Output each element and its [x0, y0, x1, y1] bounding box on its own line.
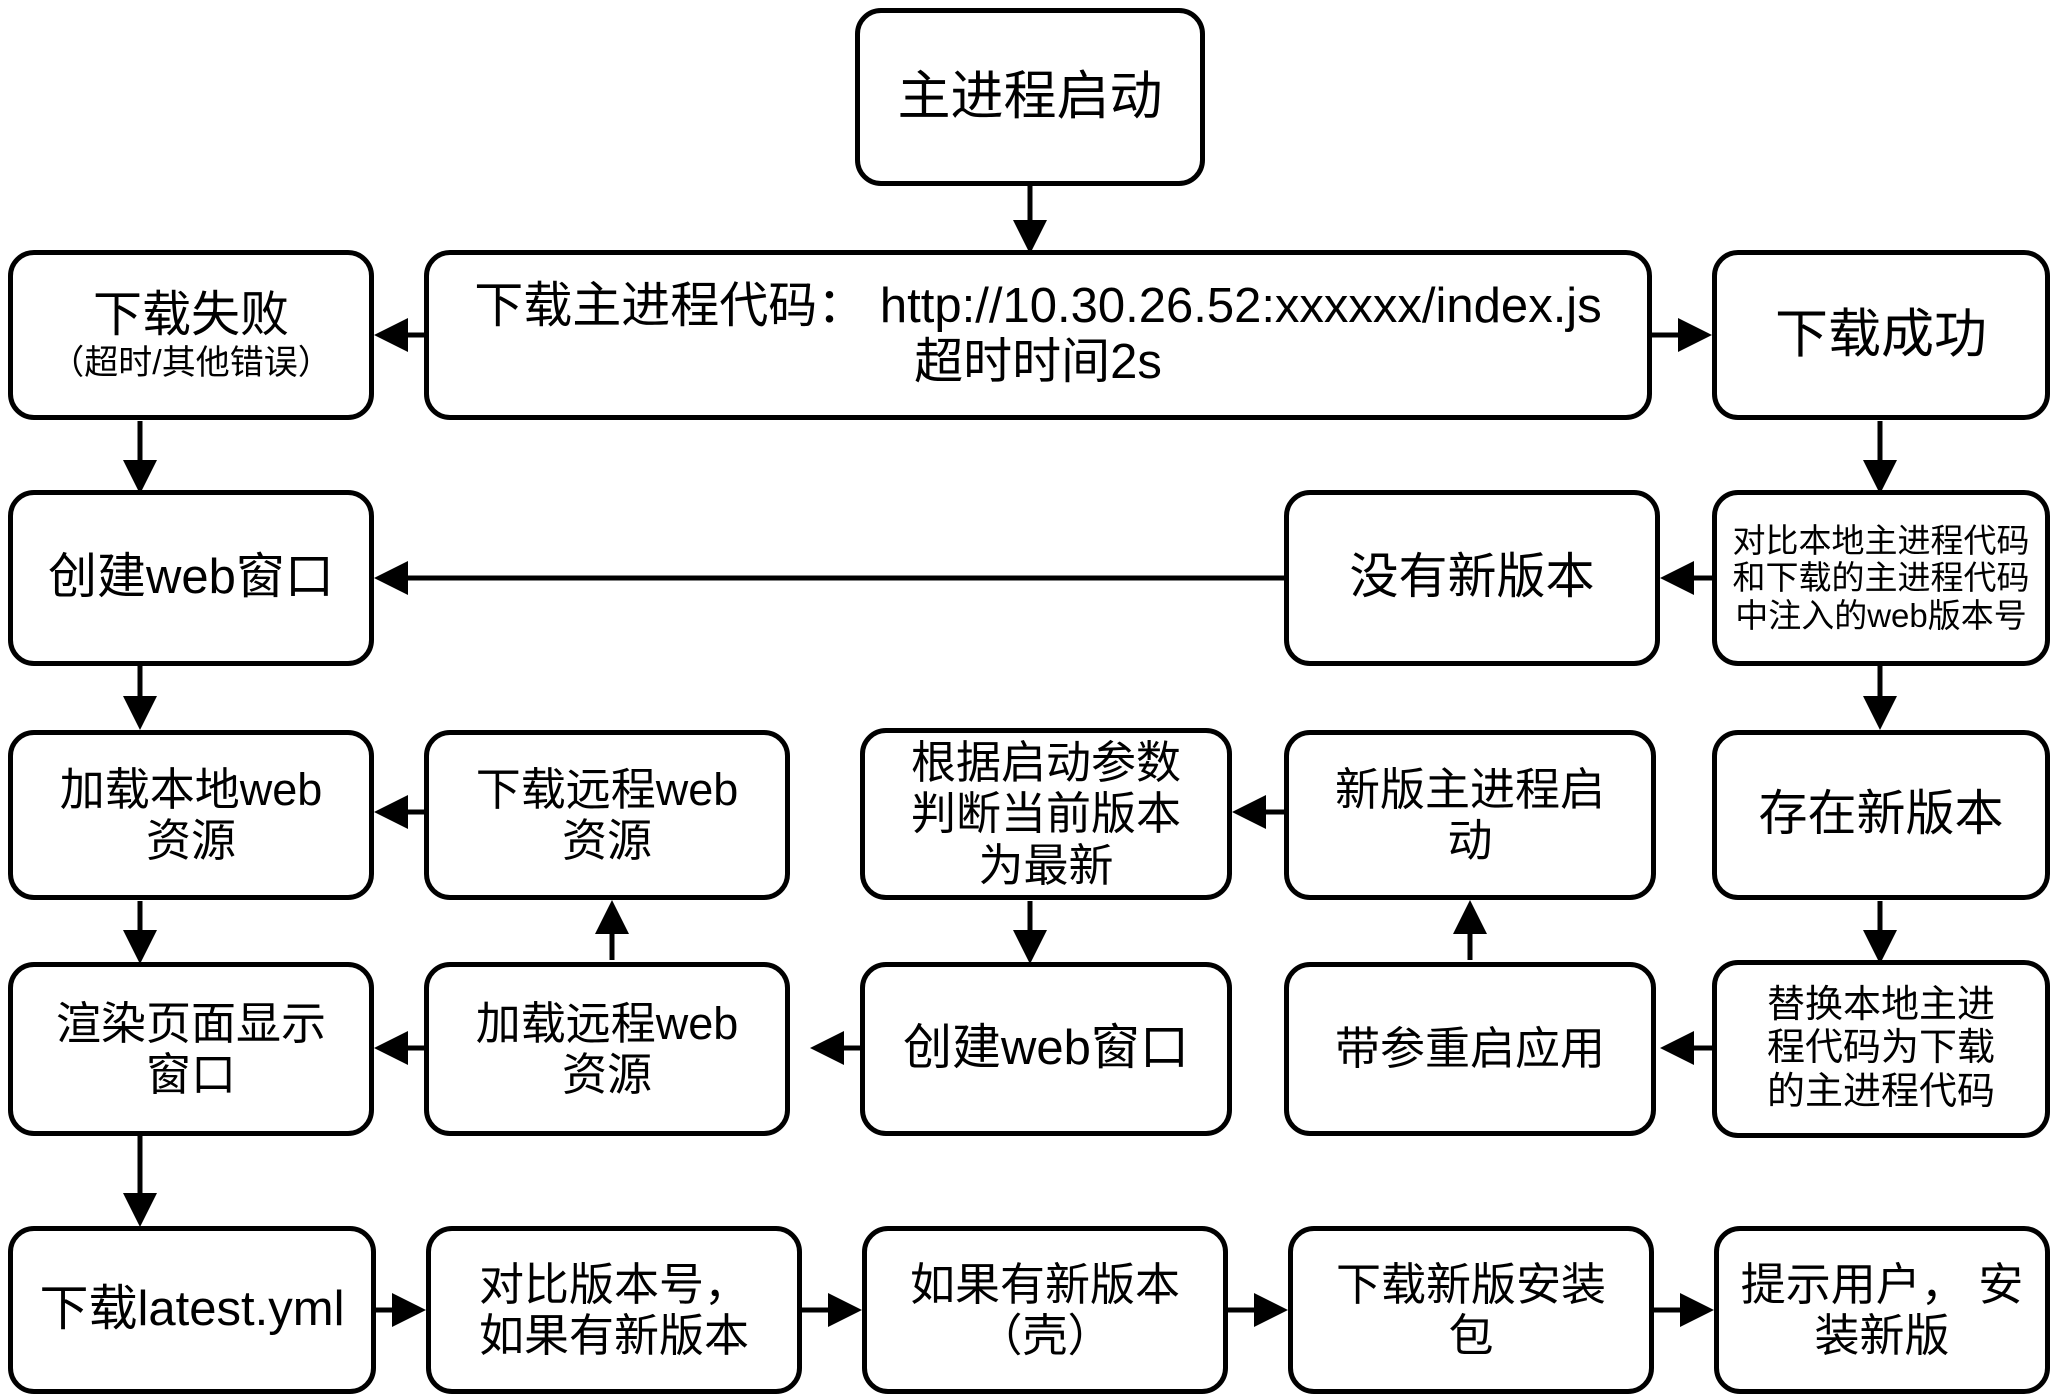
node-replace-local-main-code[interactable]: 替换本地主进 程代码为下载 的主进程代码	[1712, 960, 2050, 1138]
node-download-success-label: 下载成功	[1775, 304, 1987, 364]
node-if-new-shell-version[interactable]: 如果有新版本 （壳）	[862, 1226, 1228, 1394]
node-if-new-shell-version-line1: 如果有新版本	[909, 1258, 1180, 1310]
node-main-process-start-label: 主进程启动	[897, 66, 1163, 126]
node-no-new-version[interactable]: 没有新版本	[1284, 490, 1660, 666]
node-download-new-installer[interactable]: 下载新版安装 包	[1288, 1226, 1654, 1394]
node-render-page-window-line1: 渲染页面显示	[55, 997, 326, 1049]
node-compare-version-number-line1: 对比版本号，	[478, 1258, 749, 1310]
node-replace-local-main-code-line2: 程代码为下载	[1766, 1027, 1995, 1070]
node-judge-latest-version-line1: 根据启动参数	[910, 737, 1181, 789]
node-new-main-process-start-line2: 动	[1447, 815, 1493, 866]
node-has-new-version[interactable]: 存在新版本	[1712, 730, 2050, 900]
node-compare-web-version[interactable]: 对比本地主进程代码 和下载的主进程代码 中注入的web版本号	[1712, 490, 2050, 666]
node-compare-version-number-line2: 如果有新版本	[478, 1310, 749, 1361]
node-replace-local-main-code-line1: 替换本地主进	[1766, 984, 1995, 1027]
node-create-web-window-mid-label: 创建web窗口	[903, 1021, 1189, 1076]
arrowhead-nonew-to-createwin	[374, 561, 408, 595]
arrowhead-createwinmid-to-loadremote	[810, 1031, 844, 1065]
node-main-process-start[interactable]: 主进程启动	[855, 8, 1205, 186]
node-compare-web-version-line3: 中注入的web版本号	[1735, 596, 2027, 634]
node-restart-with-args-label: 带参重启应用	[1334, 1023, 1605, 1075]
node-load-remote-web[interactable]: 加载远程web 资源	[424, 962, 790, 1136]
node-compare-web-version-line1: 对比本地主进程代码	[1732, 521, 2030, 559]
node-prompt-user-install-line1: 提示用户， 安	[1740, 1258, 2024, 1310]
arrowhead-dlremote-to-loadlocal	[374, 795, 408, 829]
node-has-new-version-label: 存在新版本	[1758, 787, 2004, 842]
arrowhead-start-to-download	[1013, 220, 1047, 254]
node-download-main-code-line1: 下载主进程代码： http://10.30.26.52:xxxxxx/index…	[474, 279, 1602, 334]
node-download-failed[interactable]: 下载失败 （超时/其他错误）	[8, 250, 374, 420]
arrowhead-download-to-success	[1678, 318, 1712, 352]
node-judge-latest-version-line3: 为最新	[978, 839, 1114, 891]
arrowhead-hasnew-to-replace	[1863, 930, 1897, 964]
arrowhead-loadremote-to-dlremote	[595, 900, 629, 934]
arrowhead-compareversion-to-ifnewshell	[828, 1293, 862, 1327]
node-download-remote-web-line1: 下载远程web	[475, 763, 739, 815]
node-download-new-installer-line1: 下载新版安装	[1335, 1258, 1606, 1310]
node-restart-with-args[interactable]: 带参重启应用	[1284, 962, 1656, 1136]
node-download-remote-web-line2: 资源	[561, 815, 652, 866]
node-download-failed-label: 下载失败	[92, 287, 289, 342]
arrowhead-success-to-compare	[1863, 460, 1897, 494]
node-if-new-shell-version-line2: （壳）	[977, 1310, 1113, 1361]
node-download-remote-web[interactable]: 下载远程web 资源	[424, 730, 790, 900]
arrowhead-judge-to-createwinmid	[1013, 930, 1047, 964]
arrowhead-yml-to-compareversion	[392, 1293, 426, 1327]
node-load-local-web-line1: 加载本地web	[59, 763, 323, 815]
arrowhead-compare-to-hasnew	[1863, 696, 1897, 730]
node-replace-local-main-code-line3: 的主进程代码	[1766, 1070, 1995, 1113]
node-download-main-code-line2: 超时时间2s	[914, 335, 1162, 389]
arrowhead-dlinstaller-to-prompt	[1680, 1293, 1714, 1327]
node-create-web-window-mid[interactable]: 创建web窗口	[860, 962, 1232, 1136]
node-prompt-user-install[interactable]: 提示用户， 安 装新版	[1714, 1226, 2050, 1394]
arrowhead-failed-to-createwin	[123, 460, 157, 494]
node-render-page-window-line2: 窗口	[145, 1049, 236, 1100]
arrowhead-restart-to-newmain	[1453, 900, 1487, 934]
node-judge-latest-version-line2: 判断当前版本	[910, 788, 1181, 840]
arrowhead-compare-to-nonew	[1660, 561, 1694, 595]
node-download-success[interactable]: 下载成功	[1712, 250, 2050, 420]
arrowhead-render-to-yml	[123, 1193, 157, 1227]
node-create-web-window-left[interactable]: 创建web窗口	[8, 490, 374, 666]
node-render-page-window[interactable]: 渲染页面显示 窗口	[8, 962, 374, 1136]
node-no-new-version-label: 没有新版本	[1349, 550, 1595, 605]
node-load-local-web[interactable]: 加载本地web 资源	[8, 730, 374, 900]
arrowhead-createwin-to-loadlocal	[123, 696, 157, 730]
arrowhead-newmain-to-judge	[1232, 795, 1266, 829]
node-create-web-window-left-label: 创建web窗口	[48, 550, 334, 605]
node-prompt-user-install-line2: 装新版	[1814, 1310, 1950, 1361]
node-new-main-process-start[interactable]: 新版主进程启 动	[1284, 730, 1656, 900]
arrowhead-loadlocal-to-render	[123, 930, 157, 964]
node-compare-web-version-line2: 和下载的主进程代码	[1732, 559, 2030, 597]
node-load-remote-web-line2: 资源	[561, 1049, 652, 1100]
node-judge-latest-version[interactable]: 根据启动参数 判断当前版本 为最新	[860, 728, 1232, 900]
node-load-local-web-line2: 资源	[145, 815, 236, 866]
arrowhead-replace-to-restart	[1660, 1031, 1694, 1065]
node-download-new-installer-line2: 包	[1448, 1310, 1494, 1361]
node-download-latest-yml[interactable]: 下载latest.yml	[8, 1226, 376, 1394]
node-download-failed-sublabel: （超时/其他错误）	[50, 343, 332, 382]
node-new-main-process-start-line1: 新版主进程启	[1334, 763, 1605, 815]
arrowhead-ifnewshell-to-dlinstaller	[1254, 1293, 1288, 1327]
node-compare-version-number[interactable]: 对比版本号， 如果有新版本	[426, 1226, 802, 1394]
node-download-latest-yml-label: 下载latest.yml	[39, 1282, 345, 1337]
node-load-remote-web-line1: 加载远程web	[475, 997, 739, 1049]
node-download-main-code[interactable]: 下载主进程代码： http://10.30.26.52:xxxxxx/index…	[424, 250, 1652, 420]
arrowhead-download-to-failed	[374, 318, 408, 352]
arrowhead-loadremote-to-render	[374, 1031, 408, 1065]
